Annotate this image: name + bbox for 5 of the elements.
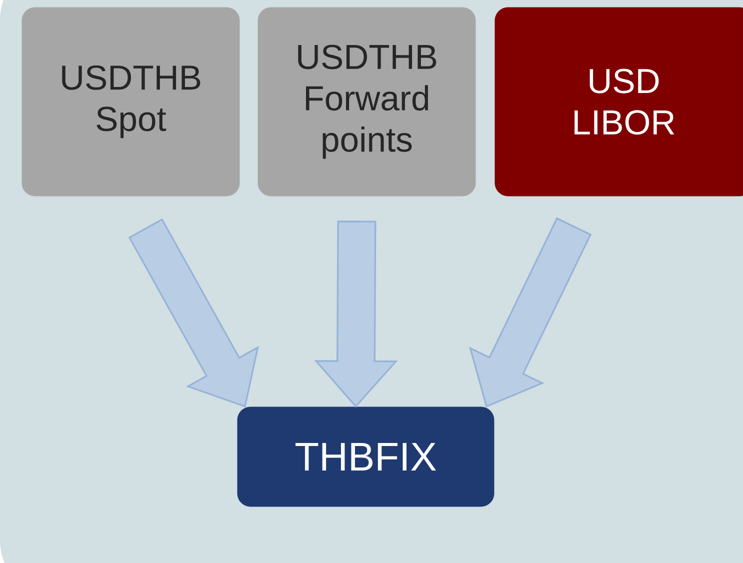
source-box: USDTHB Forward points xyxy=(258,7,476,196)
block-arrow xyxy=(314,220,398,408)
result-box: THBFIX xyxy=(237,406,494,507)
source-box: USD LIBOR xyxy=(494,7,743,196)
source-box: USDTHB Spot xyxy=(22,7,240,196)
